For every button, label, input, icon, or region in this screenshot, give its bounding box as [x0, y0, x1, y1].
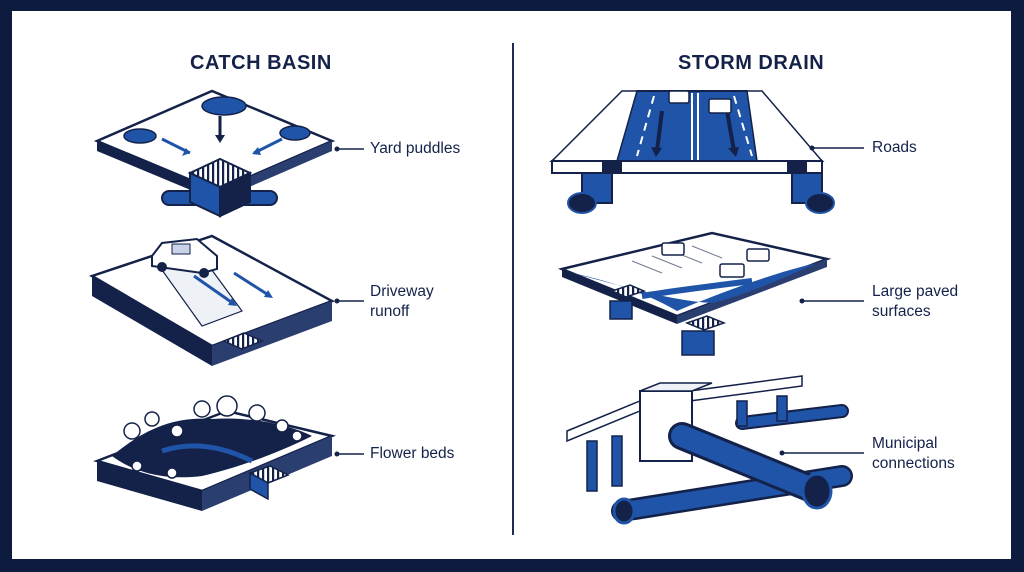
flower-beds-illustration	[93, 395, 336, 511]
storm-drain-title: STORM DRAIN	[678, 52, 825, 74]
catch-basin-title: CATCH BASIN	[190, 52, 332, 74]
column-divider	[512, 43, 514, 535]
large-paved-label-line1: Large paved	[872, 283, 959, 300]
driveway-runoff-label-line2: runoff	[370, 303, 410, 320]
municipal-label-line1: Municipal	[872, 435, 938, 452]
driveway-runoff-illustration	[88, 234, 336, 366]
diagram-frame: CATCH BASIN STORM DRAIN	[12, 11, 1011, 559]
roads-illustration	[549, 90, 835, 214]
flower-beds-label: Flower beds	[370, 445, 455, 462]
roads-label: Roads	[872, 139, 917, 156]
yard-puddles-label: Yard puddles	[370, 140, 461, 157]
large-paved-label-line2: surfaces	[872, 303, 931, 320]
municipal-illustration	[566, 375, 853, 525]
illustrations	[88, 89, 864, 525]
municipal-label-line2: connections	[872, 455, 955, 472]
large-paved-illustration	[557, 231, 832, 356]
driveway-runoff-label-line1: Driveway	[370, 283, 434, 300]
yard-puddles-illustration	[93, 89, 336, 218]
